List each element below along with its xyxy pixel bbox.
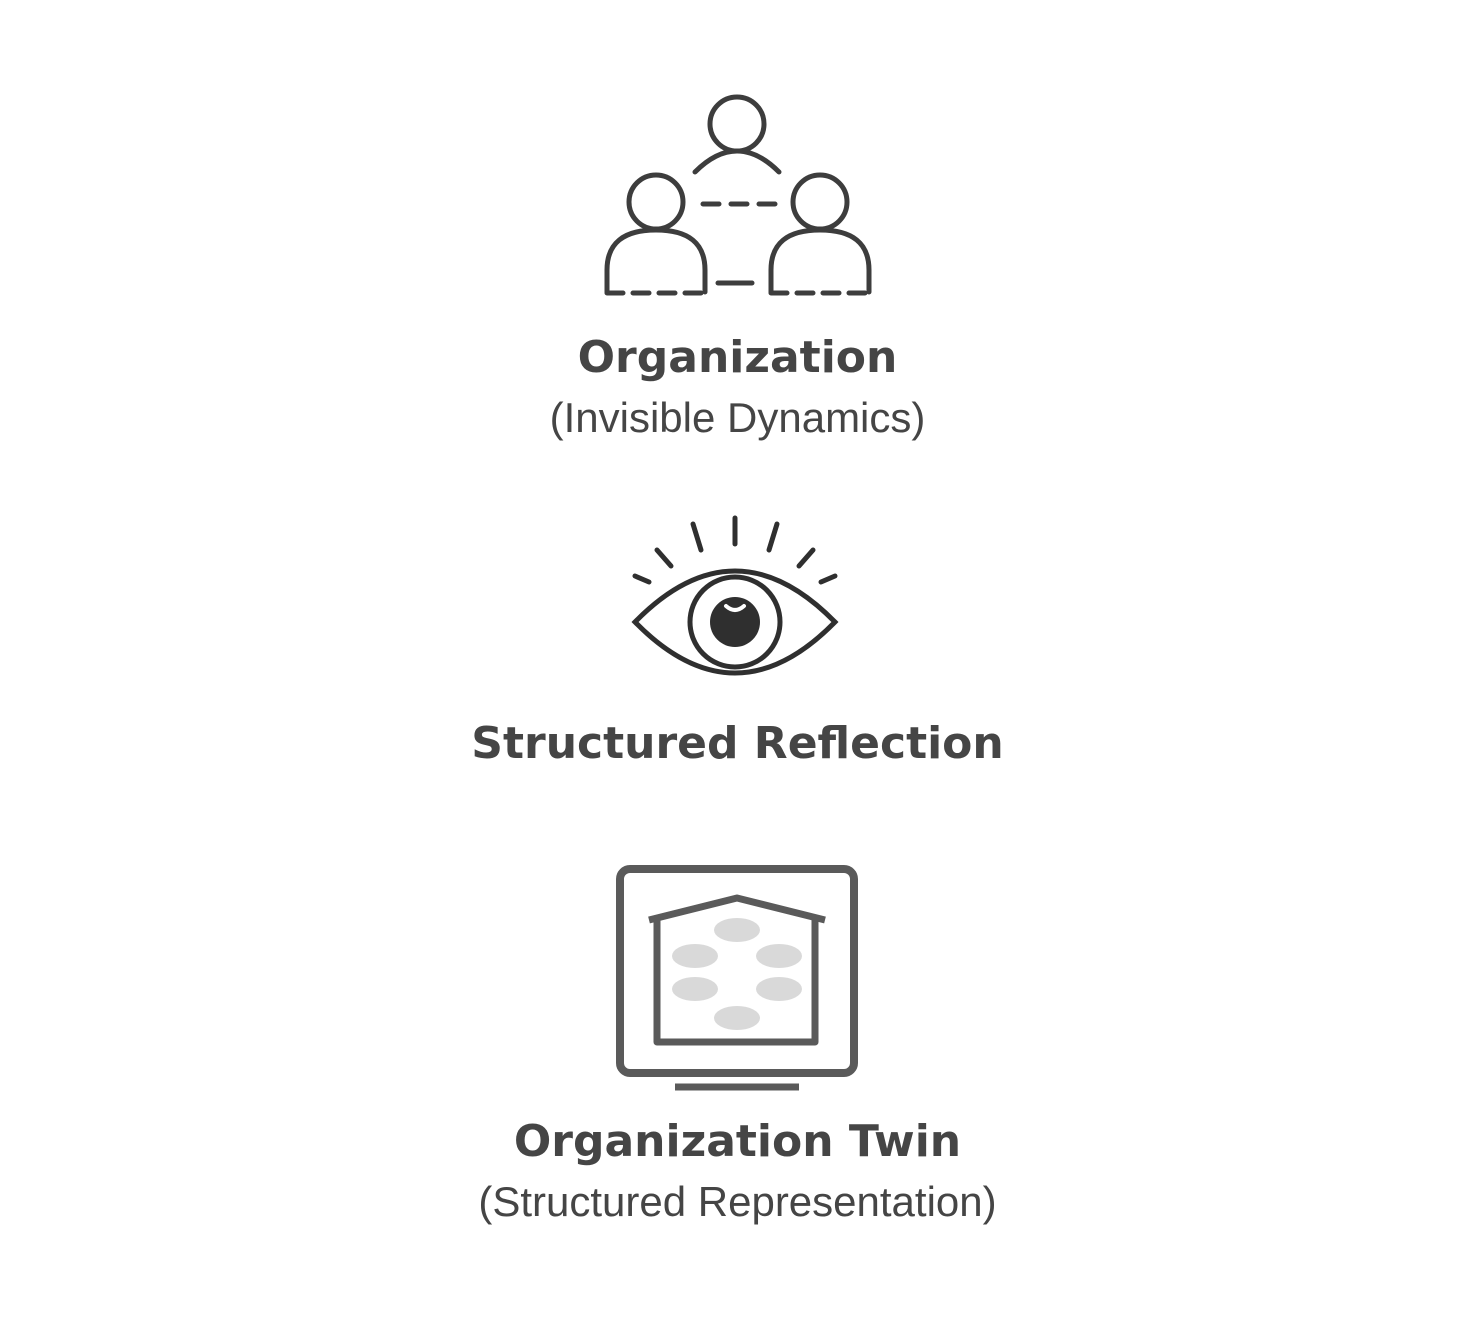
monitor-house-icon	[616, 865, 858, 1091]
item-title: Organization Twin	[513, 1116, 962, 1167]
people-network-icon	[604, 94, 872, 296]
eye-icon	[631, 515, 839, 676]
item-title: Organization	[577, 332, 898, 383]
item-subtitle: (Structured Representation)	[478, 1178, 997, 1225]
flow-item-organization: Organization (Invisible Dynamics)	[0, 0, 1475, 460]
item-title: Structured Reflection	[471, 718, 1004, 769]
item-subtitle: (Invisible Dynamics)	[549, 394, 926, 441]
flow-item-structured-reflection: Structured Reflection	[0, 480, 1475, 800]
flow-item-organization-twin: Organization Twin (Structured Representa…	[0, 850, 1475, 1250]
